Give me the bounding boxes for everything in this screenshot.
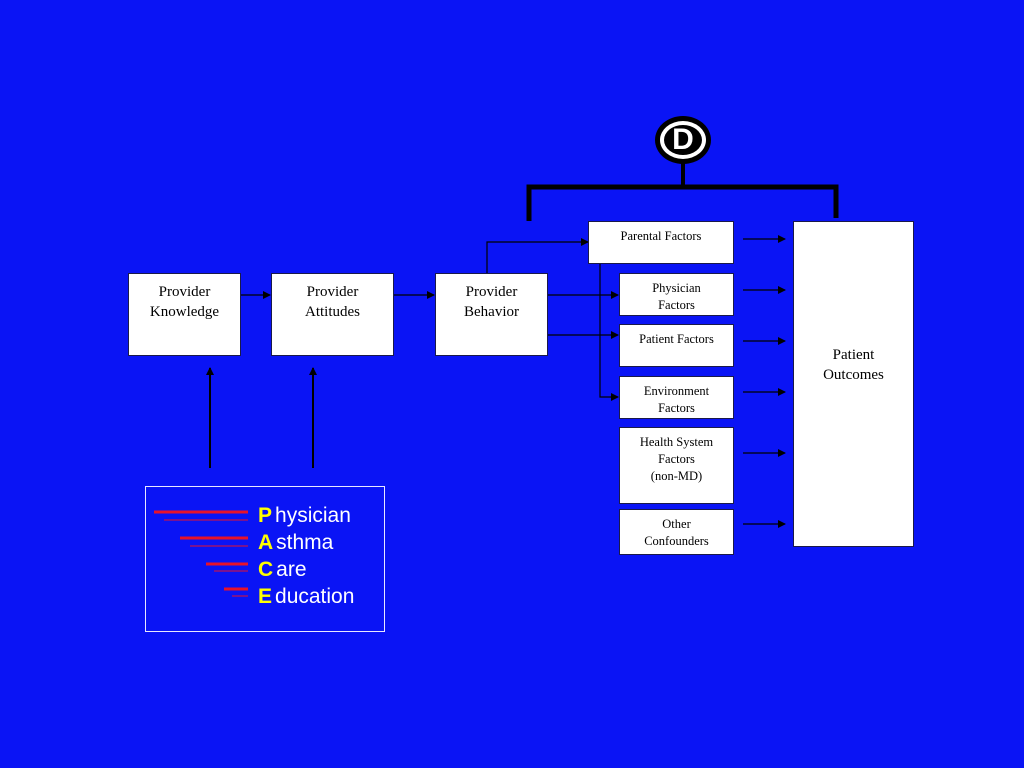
d-badge-letter: D xyxy=(664,125,702,155)
pace-rest: are xyxy=(276,558,307,581)
provider-attitudes-box: Provider Attitudes xyxy=(271,273,394,356)
parental-factors-box: Parental Factors xyxy=(588,221,734,264)
health-system-factors-box: Health System Factors (non-MD) xyxy=(619,427,734,504)
label-line: Behavior xyxy=(464,304,519,320)
pace-rest: ducation xyxy=(275,585,355,608)
physician-factors-box: Physician Factors xyxy=(619,273,734,316)
arrow-behavior-to-parental xyxy=(486,238,589,273)
bracket-d xyxy=(526,184,839,221)
provider-knowledge-box: Provider Knowledge xyxy=(128,273,241,356)
pace-initial: A xyxy=(258,531,274,554)
label-line: Factors xyxy=(658,401,695,415)
label-line: Factors xyxy=(658,452,695,466)
arrow-behavior-to-environment xyxy=(599,264,619,401)
pace-speed-lines-icon xyxy=(154,510,248,597)
provider-behavior-box: Provider Behavior xyxy=(435,273,548,356)
label-line: Knowledge xyxy=(149,304,220,320)
environment-factors-box: Environment Factors xyxy=(619,376,734,419)
pace-rest: sthma xyxy=(276,531,334,554)
label-line: Patient xyxy=(832,347,875,363)
other-confounders-box: Other Confounders xyxy=(619,509,734,555)
pace-initial: C xyxy=(258,558,274,581)
label-line: Outcomes xyxy=(823,367,884,383)
patient-factors-box: Patient Factors xyxy=(619,324,734,367)
label-line: Health System xyxy=(639,435,714,449)
label-line: Factors xyxy=(658,298,695,312)
pace-rest: hysician xyxy=(275,504,351,527)
label-line: Provider xyxy=(306,284,359,300)
label-line: Parental Factors xyxy=(620,229,702,243)
d-badge-ring: D xyxy=(660,121,706,159)
label-line: Attitudes xyxy=(305,304,360,320)
d-badge-icon: D xyxy=(655,116,711,164)
label-line: Provider xyxy=(158,284,211,300)
label-line: Physician xyxy=(652,281,701,295)
patient-outcomes-box: Patient Outcomes xyxy=(793,221,914,547)
label-line: (non-MD) xyxy=(650,469,703,483)
pace-initial: E xyxy=(258,585,273,608)
label-line: Environment xyxy=(643,384,710,398)
label-line: Provider xyxy=(465,284,518,300)
label-line: Patient Factors xyxy=(639,332,714,346)
pace-initial: P xyxy=(258,504,273,527)
label-line: Other xyxy=(662,517,691,531)
label-line: Confounders xyxy=(644,534,709,548)
